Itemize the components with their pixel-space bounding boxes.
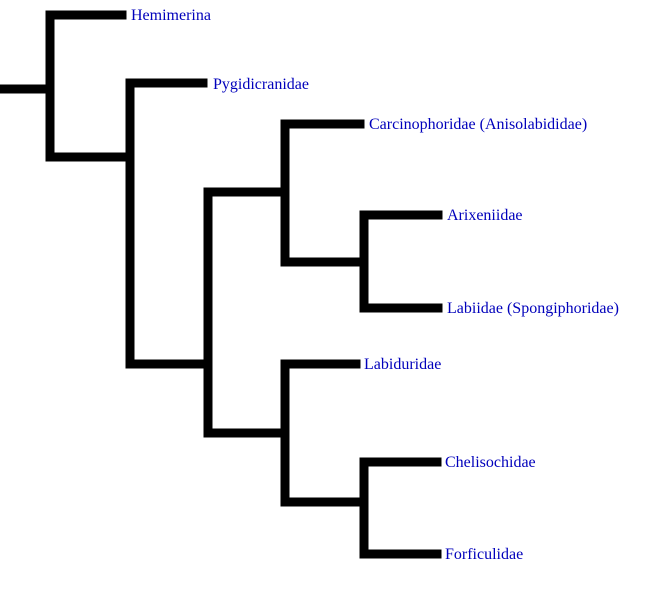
taxon-label-chelisochidae: Chelisochidae (445, 454, 536, 471)
taxon-label-labiduridae: Labiduridae (364, 356, 441, 373)
cladogram-branches (0, 10, 443, 559)
taxon-label-forficulidae: Forficulidae (445, 546, 523, 563)
taxon-label-pygidicranidae: Pygidicranidae (213, 76, 309, 93)
taxon-label-labiidae: Labiidae (Spongiphoridae) (447, 300, 619, 317)
taxon-label-carcinophoridae: Carcinophoridae (Anisolabididae) (369, 116, 587, 133)
taxon-label-hemimerina: Hemimerina (131, 7, 211, 24)
taxon-label-arixeniidae: Arixeniidae (447, 207, 523, 224)
taxon-labels: Hemimerina Pygidicranidae Carcinophorida… (131, 7, 619, 563)
